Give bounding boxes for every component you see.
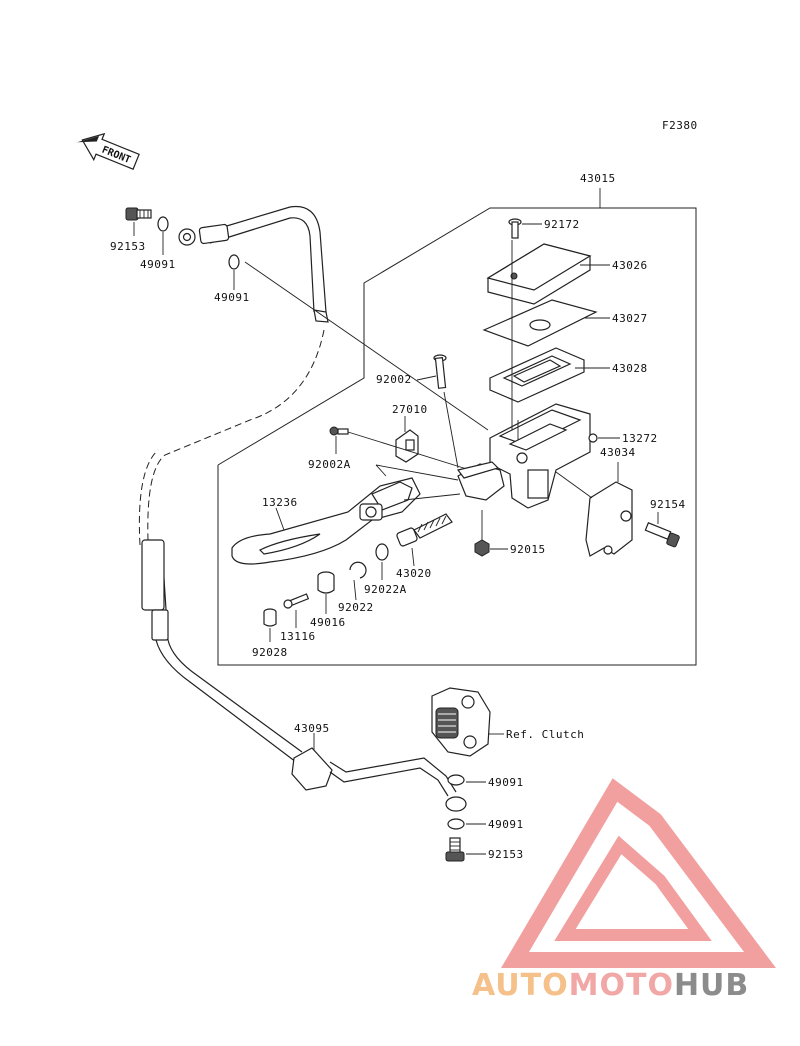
label-92153-top: 92153	[110, 240, 146, 253]
cap-43026	[486, 243, 592, 305]
label-43027: 43027	[612, 312, 648, 325]
label-43026: 43026	[612, 259, 648, 272]
hose-route-dashed-2	[138, 449, 159, 546]
diaphragm-43028	[489, 347, 585, 403]
label-92002: 92002	[376, 373, 412, 386]
label-92153-bottom: 92153	[488, 848, 524, 861]
master-cylinder-body	[489, 403, 591, 509]
piston-43020	[396, 513, 453, 547]
label-27010: 27010	[392, 403, 428, 416]
label-43015: 43015	[580, 172, 616, 185]
label-92022: 92022	[338, 601, 374, 614]
label-13116: 13116	[280, 630, 316, 643]
label-92015: 92015	[510, 543, 546, 556]
cup-49016	[317, 571, 335, 594]
watermark-triangle-inner	[554, 835, 712, 941]
label-49091-top1: 49091	[140, 258, 176, 271]
lever-13236	[231, 477, 421, 565]
lever-bracket	[375, 461, 505, 501]
washer-49091-top2	[228, 254, 240, 270]
switch-27010	[395, 429, 419, 463]
label-43028: 43028	[612, 362, 648, 375]
label-92022a: 92022A	[364, 583, 407, 596]
screw-13272	[588, 433, 598, 443]
washer-49091-bot1	[447, 774, 465, 786]
front-arrow-icon: FRONT	[77, 132, 140, 170]
label-43095: 43095	[294, 722, 330, 735]
clamp-43034	[585, 481, 633, 557]
plate-43027	[482, 299, 598, 347]
screw-92002a	[329, 426, 349, 436]
label-92172: 92172	[544, 218, 580, 231]
bolt-92153-top	[125, 207, 152, 236]
label-92028: 92028	[252, 646, 288, 659]
ref-clutch-label: Ref. Clutch	[506, 728, 584, 741]
figure-code: F2380	[662, 119, 698, 132]
bolt-92002	[433, 354, 459, 469]
hose-route-dashed	[147, 329, 325, 541]
label-13272: 13272	[622, 432, 658, 445]
bolt-92154	[644, 522, 680, 548]
clutch-slave-cylinder	[431, 687, 491, 757]
bolt-92153-bottom	[445, 837, 465, 862]
circlip-92022	[349, 561, 367, 579]
clutch-hose-upper	[178, 205, 329, 323]
label-43020: 43020	[396, 567, 432, 580]
label-13236: 13236	[262, 496, 298, 509]
label-43034: 43034	[600, 446, 636, 459]
assembly-frame	[217, 188, 697, 666]
watermark-text: AUTOMOTOHUB	[472, 968, 749, 1003]
label-49091-bot1: 49091	[488, 776, 524, 789]
watermark-hub: HUB	[674, 968, 749, 1003]
nut-92015	[474, 539, 490, 557]
label-92154: 92154	[650, 498, 686, 511]
washer-49091-top1	[157, 216, 169, 232]
label-49016: 49016	[310, 616, 346, 629]
washer-49091-bot2	[447, 818, 465, 830]
watermark-auto: AUTO	[472, 968, 569, 1003]
rod-13116	[283, 593, 310, 609]
screw-92172	[508, 218, 522, 239]
label-92002a: 92002A	[308, 458, 351, 471]
clutch-hose-lower	[141, 539, 467, 812]
banjo-leader	[244, 261, 489, 431]
watermark-logo	[501, 778, 776, 968]
cap-92028	[263, 608, 277, 627]
watermark-triangle-outer	[501, 778, 776, 968]
label-49091-top2: 49091	[214, 291, 250, 304]
ring-92022a	[375, 543, 389, 561]
watermark-moto: MOTO	[569, 968, 674, 1003]
label-49091-bot2: 49091	[488, 818, 524, 831]
